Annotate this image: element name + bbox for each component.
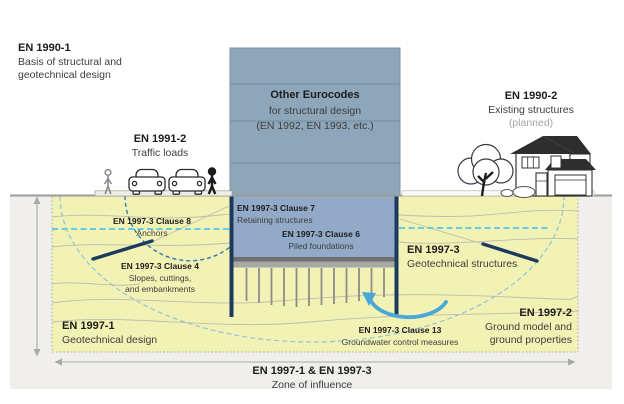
other-eurocodes-line3: (EN 1992, EN 1993, etc.) [256,120,374,132]
clause8-code: EN 1997-3 Clause 8 [113,216,191,226]
clause6-desc: Piled foundations [288,240,354,251]
clause6-code: EN 1997-3 Clause 6 [282,229,360,239]
en1997-2-code: EN 1997-2 [519,307,572,319]
groundwater-arrow [362,292,448,320]
pedestrian-icon [207,167,217,195]
en1990-2-desc: Existing structures [488,103,574,116]
zone-desc: Zone of influence [271,378,353,391]
en1997-1-desc: Geotechnical design [62,333,158,346]
pavement-strip [401,190,595,197]
label-clause8: EN 1997-3 Clause 8 Anchors [113,216,191,239]
en1997-2-desc2: ground properties [489,334,572,346]
en1990-1-desc1: Basis of structural and [18,55,122,68]
road-strip [94,190,233,197]
other-eurocodes-title: Other Eurocodes [270,89,360,101]
label-en1990-1: EN 1990-1 Basis of structural and geotec… [18,42,122,83]
soil-strata-lines [52,205,578,326]
en1991-2-desc: Traffic loads [131,146,189,159]
en1990-2-note: (planned) [508,117,554,129]
label-other-eurocodes: Other Eurocodes for structural design (E… [256,88,373,135]
basement-box [233,196,395,257]
en1997-3-desc: Geotechnical structures [407,257,518,270]
retaining-wall-right [394,196,399,317]
car-icon [168,168,206,195]
clause7-desc: Retaining structures [237,214,313,225]
clause13-desc: Groundwater control measures [341,336,459,347]
foundation-slab [232,261,396,268]
pedestrian-icon [103,168,113,195]
influence-arc [59,196,565,343]
retaining-wall-left [229,196,234,317]
foundation-slab-top [232,257,396,262]
clause8-desc: Anchors [136,227,168,238]
label-en1997-3: EN 1997-3 Geotechnical structures [407,244,517,271]
clause4-desc2: and embankments [125,284,195,294]
clause4-code: EN 1997-3 Clause 4 [121,261,199,271]
clause13-code: EN 1997-3 Clause 13 [358,325,442,335]
label-zone-of-influence: EN 1997-1 & EN 1997-3 Zone of influence [252,365,371,392]
label-clause4: EN 1997-3 Clause 4 Slopes, cuttings, and… [121,261,199,296]
en1990-2-code: EN 1990-2 [504,90,558,102]
label-en1997-2: EN 1997-2 Ground model and ground proper… [485,307,572,348]
zone-code: EN 1997-1 & EN 1997-3 [252,365,372,377]
load-spread-arc [124,195,231,262]
en1990-1-code: EN 1990-1 [18,42,71,54]
label-clause6: EN 1997-3 Clause 6 Piled foundations [282,229,360,252]
label-en1991-2: EN 1991-2 Traffic loads [132,133,189,160]
zone-width-dimension-arrow [54,358,576,366]
other-eurocodes-line2: for structural design [268,104,362,117]
label-en1990-2: EN 1990-2 Existing structures (planned) [488,90,574,131]
clause7-code: EN 1997-3 Clause 7 [237,203,315,213]
en1991-2-code: EN 1991-2 [133,133,187,145]
en1997-2-desc1: Ground model and [485,320,572,333]
depth-dimension-arrow [33,196,41,357]
building [229,47,401,197]
tree-icon [457,143,514,197]
clause4-desc1: Slopes, cuttings, [128,272,192,283]
label-clause7: EN 1997-3 Clause 7 Retaining structures [237,203,315,226]
label-en1997-1: EN 1997-1 Geotechnical design [62,320,157,347]
water-table-line [52,227,551,230]
house-icon [500,136,596,198]
label-clause13: EN 1997-3 Clause 13 Groundwater control … [342,325,459,348]
car-icon [128,168,166,195]
anchor-line [91,239,539,263]
en1990-1-desc2: geotechnical design [18,69,111,81]
en1997-1-code: EN 1997-1 [62,320,115,332]
en1997-3-code: EN 1997-3 [407,244,460,256]
